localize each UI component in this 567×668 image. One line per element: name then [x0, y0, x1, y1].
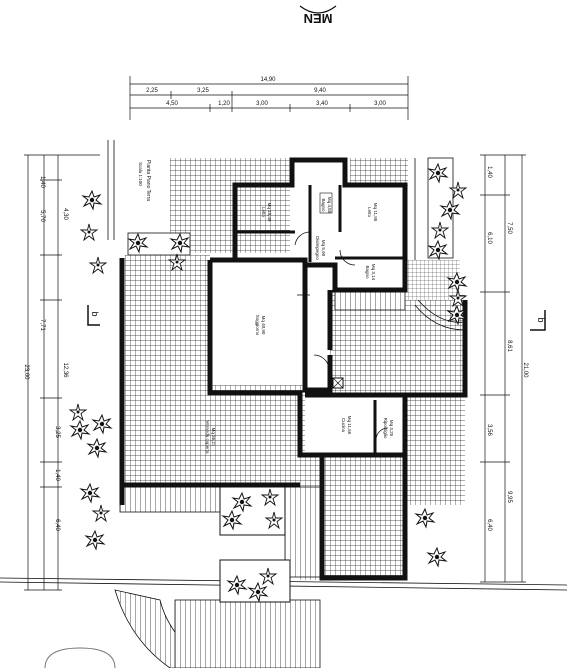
dim-right-6: 3,56	[486, 424, 492, 436]
dim-top-3: 9,40	[314, 88, 326, 94]
title-block: Pianta Piano Terra Scala 1:100	[138, 160, 151, 201]
left-dimensions: 1,40 5,70 7,71 23,00 4,30 12,36 3,25 1,4…	[23, 154, 100, 591]
dim-left-9: 6,40	[54, 519, 60, 531]
dim-top-total: 14,90	[260, 77, 276, 83]
room-letto1-name: Letto	[261, 207, 266, 218]
section-marker-right: b	[536, 317, 546, 322]
room-ripostiglio-area: Mq 3,25	[389, 420, 394, 437]
dim-right-1: 7,50	[506, 222, 512, 234]
dim-right-4: 1,40	[486, 166, 492, 178]
room-bagno2-area: Mq 3,14	[371, 264, 376, 281]
room-disimpegno-area: Mq 5,90	[321, 240, 326, 257]
room-bagno2-name: Bagno	[365, 265, 370, 279]
dim-top-6: 3,00	[256, 101, 268, 107]
room-cucina-area: Mq 11,56	[347, 416, 352, 435]
dim-left-3: 7,71	[39, 319, 45, 331]
dim-left-8: 1,40	[54, 469, 60, 481]
title-line1: Pianta Piano Terra	[145, 160, 151, 201]
dim-right-2: 8,61	[506, 340, 512, 352]
interior-partitions	[235, 185, 405, 455]
dim-left-7: 3,25	[54, 426, 60, 438]
section-markers: b b	[87, 305, 546, 331]
room-letto1-area: Mq 15,40	[267, 203, 272, 222]
dim-right-5: 6,10	[486, 232, 492, 244]
building-walls	[119, 157, 468, 581]
right-dimensions: 7,50 8,61 21,00 1,40 6,10 3,56 9,95 6,40	[480, 154, 528, 583]
room-labels: Letto Mq 15,40 Bagno Mq 4,55 Letto Mq 11…	[205, 197, 394, 454]
dim-top-8: 3,00	[374, 101, 386, 107]
dim-top-5: 1,20	[218, 101, 230, 107]
dim-left-4: 23,00	[23, 364, 29, 380]
dim-top-2: 3,25	[197, 88, 209, 94]
title-line2: Scala 1:100	[138, 162, 143, 186]
header-arc	[299, 5, 337, 14]
dim-left-5: 4,30	[62, 208, 68, 220]
dim-right-7: 9,95	[506, 491, 512, 503]
room-cucina-name: Cucina	[341, 418, 346, 433]
room-soggiorno-name: Soggiorno	[255, 315, 260, 336]
dim-right-8: 6,40	[486, 519, 492, 531]
dim-top-7: 3,40	[316, 101, 328, 107]
room-letto2-area: Mq 11,95	[373, 203, 378, 222]
section-marker-left: b	[90, 311, 100, 316]
room-bagno1-name: Bagno	[321, 198, 326, 212]
stairs	[114, 289, 466, 668]
dim-top-4: 4,50	[166, 101, 178, 107]
room-letto2-name: Letto	[367, 207, 372, 218]
top-dimensions: 14,90 2,25 3,25 9,40 4,50 1,20 3,00 3,40…	[129, 76, 409, 120]
room-veranda-area: Mq 36,21	[211, 428, 216, 447]
room-soggiorno-area: Mq 40,90	[261, 316, 266, 335]
header-partial-text: MEN	[304, 11, 333, 26]
stamp-arc	[44, 647, 116, 668]
room-veranda-name: Veranda coperta	[205, 420, 210, 454]
dim-left-2: 5,70	[39, 210, 45, 222]
dim-top-1: 2,25	[146, 88, 158, 94]
dim-left-1: 1,40	[39, 176, 45, 188]
room-bagno1-area: Mq 4,55	[327, 197, 332, 214]
dim-right-3: 21,00	[522, 362, 528, 378]
room-ripostiglio-name: Ripostiglio	[383, 418, 388, 439]
room-disimpegno-name: Disimpegno	[315, 236, 320, 260]
dim-left-6: 12,36	[62, 362, 68, 378]
